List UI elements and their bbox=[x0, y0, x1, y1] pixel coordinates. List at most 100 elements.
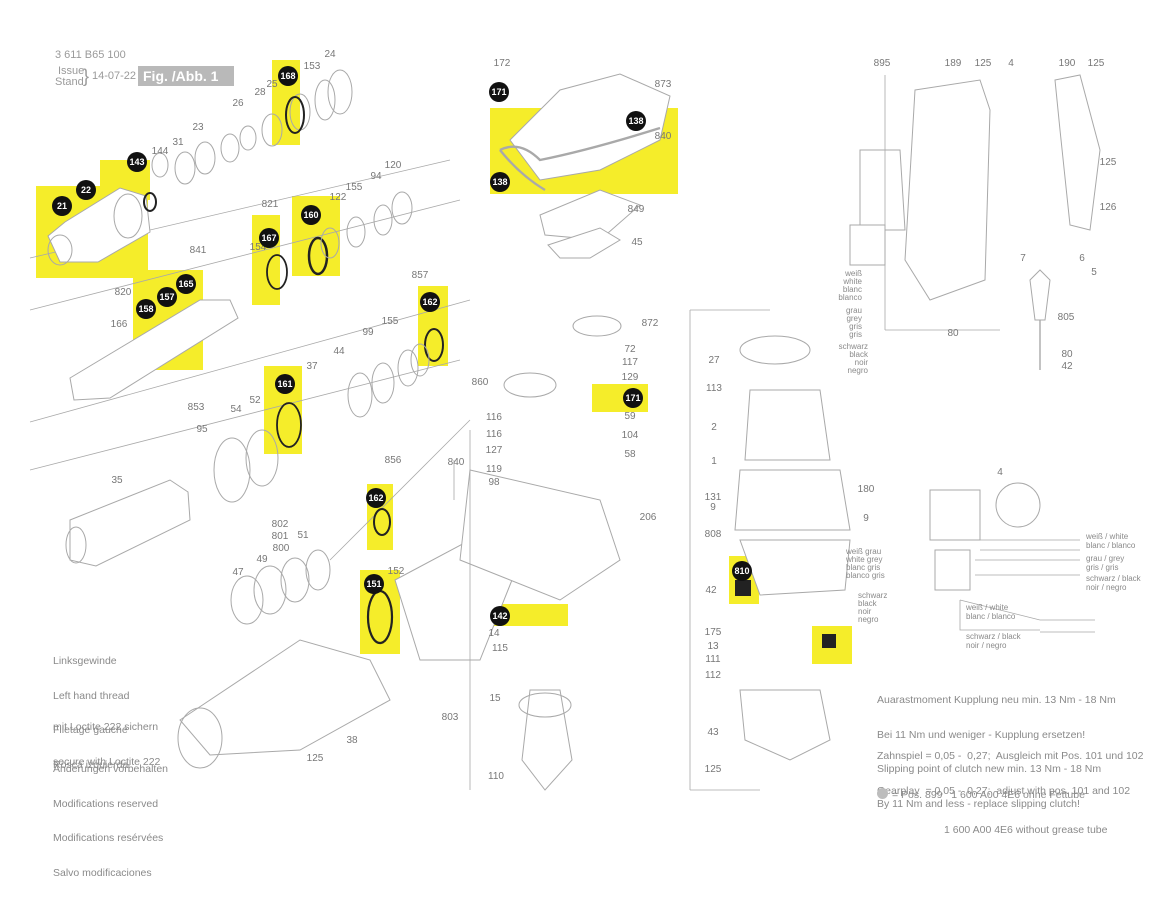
part-label: 117 bbox=[622, 357, 638, 368]
spindle-ring bbox=[239, 125, 257, 151]
figure-label: Fig. /Abb. 1 bbox=[138, 66, 234, 86]
o-ring-162b bbox=[373, 508, 391, 536]
spindle-ring bbox=[220, 133, 240, 163]
part-label: 840 bbox=[447, 457, 465, 468]
part-label: 42 bbox=[1061, 361, 1073, 372]
part-label: 49 bbox=[256, 554, 268, 565]
schematic-white-label-2: weiß / white blanc / blanco bbox=[966, 603, 1015, 621]
wire-mid-blanc: blanc bbox=[846, 563, 866, 572]
part-label: 6 bbox=[1079, 253, 1085, 264]
middle-ring bbox=[391, 191, 413, 225]
legend-changes-fr: Modifications resérvées bbox=[53, 832, 164, 844]
note-gearplay-2: Gearplay = 0,05 - 0,27; adjust with pos.… bbox=[877, 784, 1131, 797]
part-label: 849 bbox=[627, 204, 645, 215]
cover-849 bbox=[539, 189, 641, 241]
note-grease-text-1: = Pos. 899 1 600 A00 4E6 ohne Fettube bbox=[892, 789, 1085, 801]
issue-brace: } bbox=[83, 66, 90, 86]
legend-loctite: mit Loctite 222 sichern secure with Loct… bbox=[53, 699, 160, 791]
part-badge: 21 bbox=[52, 196, 72, 216]
part-badge: 22 bbox=[76, 180, 96, 200]
part-label: 125 bbox=[306, 753, 324, 764]
part-label: 189 bbox=[944, 58, 962, 69]
bracket-45 bbox=[547, 227, 621, 259]
part-label: 808 bbox=[704, 529, 722, 540]
front-housing-38 bbox=[179, 639, 391, 756]
lower-ring bbox=[371, 362, 395, 404]
clutch-ring bbox=[230, 575, 264, 625]
part-badge: 143 bbox=[127, 152, 147, 172]
part-label: 5 bbox=[1091, 267, 1097, 278]
ring-161 bbox=[276, 402, 302, 448]
part-label: 856 bbox=[384, 455, 402, 466]
legend-left-hand-thread: Linksgewinde Left hand thread Filetage g… bbox=[53, 633, 129, 794]
part-label: 28 bbox=[254, 87, 266, 98]
part-label: 206 bbox=[639, 512, 657, 523]
schematic-motor bbox=[995, 482, 1041, 528]
schematic-module-4 bbox=[934, 549, 971, 591]
part-label: 1 bbox=[711, 456, 717, 467]
switch-module-80 bbox=[849, 224, 886, 266]
seal-138 bbox=[499, 126, 661, 162]
sch-noir-negro: noir / negro bbox=[1086, 583, 1127, 592]
spindle-ring bbox=[261, 113, 283, 147]
legend-lh-en: Left hand thread bbox=[53, 689, 130, 702]
wire-blanc: blanc bbox=[842, 285, 862, 294]
part-label: 111 bbox=[705, 654, 721, 665]
middle-ring bbox=[320, 227, 340, 259]
part-label: 31 bbox=[172, 137, 184, 148]
gear-54 bbox=[213, 437, 251, 503]
intermediate-housing bbox=[459, 469, 621, 601]
part-label: 840 bbox=[654, 131, 672, 142]
note-clutch-3: Slipping point of clutch new min. 13 Nm … bbox=[877, 763, 1102, 775]
stand-label: Stand bbox=[55, 76, 84, 88]
part-label: 44 bbox=[333, 346, 345, 357]
lower-ring bbox=[397, 349, 419, 387]
wire-mid-noir: noir bbox=[858, 607, 872, 616]
spindle-ring bbox=[327, 69, 353, 115]
sch-gris-gris: gris / gris bbox=[1086, 563, 1119, 572]
part-label: 172 bbox=[493, 58, 511, 69]
note-clutch-2: Bei 11 Nm und weniger - Kupplung ersetze… bbox=[877, 728, 1086, 741]
handle-grip-190 bbox=[1054, 74, 1101, 231]
part-label: 125 bbox=[704, 764, 722, 775]
note-gearplay-1: Zahnspiel = 0,05 - 0,27; Ausgleich mit P… bbox=[877, 750, 1144, 762]
part-badge: 810 bbox=[732, 561, 752, 581]
wire-label-mid-black: schwarz black noir negro bbox=[858, 592, 887, 624]
wire-mid-negro: negro bbox=[858, 615, 879, 624]
part-label: 115 bbox=[492, 643, 508, 654]
gear-860 bbox=[503, 372, 557, 398]
note-clutch-4: By 11 Nm and less - replace slipping clu… bbox=[877, 797, 1080, 810]
legend-changes: Änderungen vorbehalten Modifications res… bbox=[53, 741, 168, 902]
part-label: 7 bbox=[1020, 253, 1026, 264]
middle-ring bbox=[373, 204, 393, 236]
wire-white: white bbox=[843, 277, 862, 286]
o-ring-151 bbox=[366, 589, 394, 645]
part-badge: 171 bbox=[623, 388, 643, 408]
tool-holder-body bbox=[47, 187, 151, 263]
section-divider bbox=[329, 419, 471, 561]
schematic-switch bbox=[929, 489, 981, 541]
part-label: 72 bbox=[624, 344, 636, 355]
part-badge: 162 bbox=[420, 292, 440, 312]
part-label: 94 bbox=[370, 171, 382, 182]
housing-front-opening bbox=[177, 707, 223, 769]
part-label: 802 bbox=[271, 519, 289, 530]
cable-guard-6 bbox=[1029, 269, 1051, 321]
wire-mid-grau: grau bbox=[865, 547, 882, 556]
part-label: 52 bbox=[249, 395, 261, 406]
tool-holder-nose bbox=[47, 234, 73, 266]
issue-date: 14-07-22 bbox=[92, 70, 137, 82]
grease-dot-icon bbox=[877, 788, 888, 799]
part-label: 821 bbox=[261, 199, 279, 210]
part-label: 155 bbox=[345, 182, 363, 193]
wire-label-black-group: schwarz black noir negro bbox=[838, 343, 868, 375]
schematic-white-label: weiß / white blanc / blanco bbox=[1086, 532, 1135, 550]
spindle-ring bbox=[194, 141, 216, 175]
part-label: 24 bbox=[324, 49, 336, 60]
middle-ring bbox=[346, 216, 366, 248]
sch-schwarz-black: schwarz / black bbox=[1086, 574, 1141, 583]
part-label: 27 bbox=[708, 355, 720, 366]
part-label: 805 bbox=[1057, 312, 1075, 323]
part-label: 2 bbox=[711, 422, 717, 433]
part-label: 99 bbox=[362, 327, 374, 338]
